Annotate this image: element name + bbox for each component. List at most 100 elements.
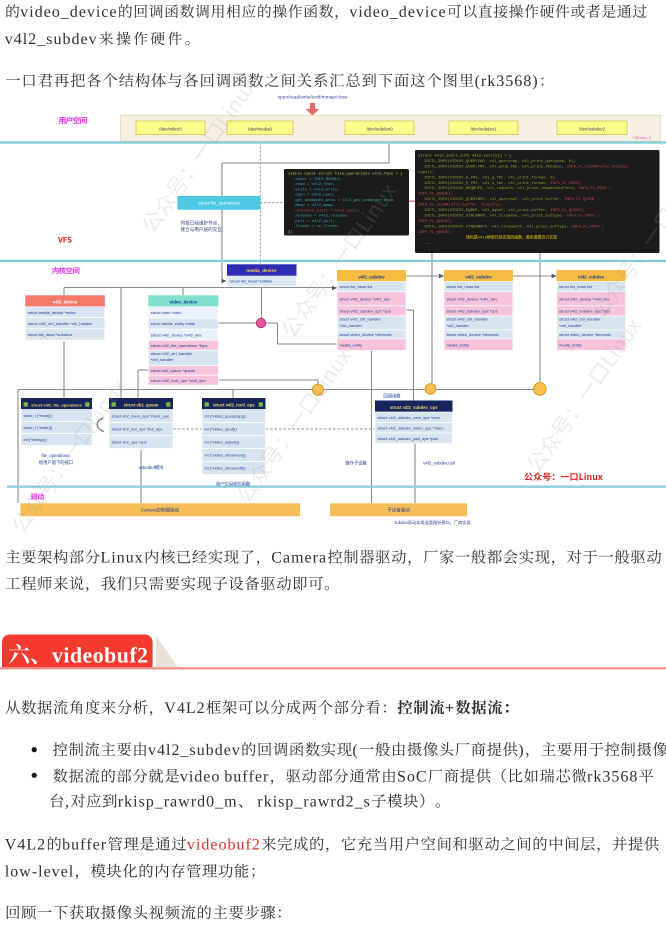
- svg-text:绿色是v4l2框架已经实现的函数，黄色需要自己实现: 绿色是v4l2框架已经实现的函数，黄色需要自己实现: [466, 234, 557, 240]
- svg-text:给用户留下的接口: 给用户留下的接口: [39, 459, 73, 466]
- svg-text:/dev/media0: /dev/media0: [248, 126, 272, 131]
- svg-text:struct list_head *subdevs: struct list_head *subdevs: [28, 332, 72, 337]
- svg-text:int (*mmap)(): int (*mmap)(): [24, 437, 48, 442]
- svg-text:v4l2_subdev: v4l2_subdev: [358, 274, 385, 279]
- svg-text:INFO_FL_PRIO),: INFO_FL_PRIO),: [550, 181, 583, 186]
- svg-text:操作子设备: 操作子设备: [345, 460, 367, 467]
- svg-text:ssize_t (*read)(): ssize_t (*read)(): [24, 413, 53, 418]
- svg-text:建立与用户层的交互: 建立与用户层的交互: [181, 226, 223, 233]
- svg-text:static const struct file_opera: static const struct file_operations v4l2…: [288, 172, 403, 177]
- svg-text:int (*vidioc_dqbuf)(): int (*vidioc_dqbuf)(): [205, 440, 240, 445]
- svg-text:struct list_head list: struct list_head list: [340, 284, 374, 289]
- svg-text:struct video_device *devnode: struct video_device *devnode: [340, 332, 393, 337]
- svg-text:.owner = THIS_MODULE,: .owner = THIS_MODULE,: [293, 178, 342, 182]
- svg-text:*ctrl_handler: *ctrl_handler: [559, 323, 582, 328]
- svg-text:*ctrl_handler: *ctrl_handler: [340, 323, 363, 328]
- svg-text:struct v4l2_device *v4l2_dev: struct v4l2_device *v4l2_dev: [447, 296, 498, 301]
- svg-text:media_entity: media_entity: [559, 342, 582, 347]
- svg-text:用户空间程控函数: 用户空间程控函数: [216, 481, 251, 488]
- svg-text:INFO_FL_QUEUE),: INFO_FL_QUEUE),: [418, 192, 453, 197]
- svg-text:子设备驱动: 子设备驱动: [387, 507, 410, 514]
- svg-text:struct file_operations: struct file_operations: [198, 201, 240, 206]
- svg-text:struct v4l2_ctrl_handler *ctrl: struct v4l2_ctrl_handler *ctrl_handler: [28, 321, 94, 326]
- svg-text:.unlocked_ioctl = v4l2_ioctl,: .unlocked_ioctl = v4l2_ioctl,: [293, 208, 361, 213]
- svg-text:v4l2_subdev: v4l2_subdev: [465, 274, 492, 279]
- svg-text:INFO_FL_QUEUE),: INFO_FL_QUEUE),: [418, 230, 453, 235]
- svg-text:struct video_device *devnode: struct video_device *devnode: [447, 332, 500, 337]
- svg-text:struct v4l2_file_operations: struct v4l2_file_operations: [31, 402, 82, 407]
- svg-text:IOCTL_INFO(VIDIOC_STRLAMON, v4: IOCTL_INFO(VIDIOC_STRLAMON, v4l_streamon…: [424, 213, 564, 218]
- svg-text:int (*vidioc_streamoff)(): int (*vidioc_streamoff)(): [205, 466, 247, 471]
- svg-text:struct vb2_queue *queue: struct vb2_queue *queue: [151, 368, 196, 373]
- svg-text:回调函数: 回调函数: [383, 393, 401, 400]
- svg-text:struct v4l2_device *v4l2_dev: struct v4l2_device *v4l2_dev: [151, 332, 202, 337]
- svg-text:struct vb2_queue: struct vb2_queue: [124, 402, 159, 407]
- svg-text:/dev/video3: /dev/video3: [159, 126, 182, 131]
- svg-text:INFO_FL_QUEUE),: INFO_FL_QUEUE),: [550, 208, 585, 213]
- svg-text:struct v4l2_subdev_ops *ops: struct v4l2_subdev_ops *ops: [447, 309, 498, 314]
- svg-text:*ctrl_handler: *ctrl_handler: [447, 323, 470, 328]
- svg-text:struct v4l2_subdev_ops: struct v4l2_subdev_ops: [390, 405, 438, 410]
- svg-text:struct v4l2_subdev_pad_ops *: struct v4l2_subdev_pad_ops *pad: [378, 436, 438, 441]
- svg-text:videobuf模块: videobuf模块: [139, 464, 165, 471]
- svg-text:type)),: type)),: [418, 170, 434, 175]
- svg-text:.get_unmapped_area = v4l2_get_: .get_unmapped_area = v4l2_get_unmapped_a…: [293, 198, 396, 203]
- svg-text:struct list_head list: struct list_head list: [559, 284, 593, 289]
- svg-text:};: };: [288, 229, 293, 234]
- svg-text:INFO_FL_QUEUE),: INFO_FL_QUEUE),: [418, 219, 453, 224]
- svg-text:media_device: media_device: [246, 268, 277, 273]
- svg-text:struct v4l2_ctrl_handler: struct v4l2_ctrl_handler: [340, 317, 382, 322]
- svg-text:IOCTL_INFO(VIDIOC_QUERYCAP, v4: IOCTL_INFO(VIDIOC_QUERYCAP, v4l_querycap…: [424, 159, 576, 164]
- svg-text:media_entity: media_entity: [340, 342, 363, 347]
- svg-text:struct v4l2_ioctl_ops: struct v4l2_ioctl_ops: [213, 402, 255, 407]
- svg-text:...: ...: [424, 242, 431, 246]
- svg-text:struct v4l2_ctrl_handler: struct v4l2_ctrl_handler: [559, 317, 601, 322]
- svg-text:v4l2_device: v4l2_device: [53, 300, 78, 305]
- svg-text:struct media_device *mdev: struct media_device *mdev: [28, 310, 76, 315]
- svg-text:struct list_head list: struct list_head list: [447, 284, 481, 289]
- svg-text:struct vb2_buf_ops *buf_ops: struct vb2_buf_ops *buf_ops: [112, 427, 163, 432]
- svg-text:INFO_FL_QUEUE |: INFO_FL_QUEUE |: [564, 197, 599, 202]
- svg-text:subdev驱动实现该类指针接口，厂商实现: subdev驱动实现该类指针接口，厂商实现: [394, 519, 470, 526]
- svg-text:IOCTL_INFO(VIDIOC_G_FMT, v4l_g: IOCTL_INFO(VIDIOC_G_FMT, v4l_g_fmt, v4l_…: [424, 175, 557, 180]
- svg-text:struct v4l2_subdev_ops *ops: struct v4l2_subdev_ops *ops: [559, 309, 610, 314]
- svg-text:struct v4l2_ctrl_handler: struct v4l2_ctrl_handler: [151, 351, 193, 356]
- svg-text:/dev/subdev0: /dev/subdev0: [366, 126, 393, 131]
- svg-text:IOCTL_INFO(VIDIOC_STREAMOFF, v: IOCTL_INFO(VIDIOC_STREAMOFF, v4l_streamo…: [424, 224, 569, 229]
- svg-text:INFO_FL_PRIO |: INFO_FL_PRIO |: [567, 213, 600, 218]
- svg-text:内核已经维护节点，: 内核已经维护节点，: [181, 220, 222, 227]
- svg-text:struct v4l2_device *v4l2_dev: struct v4l2_device *v4l2_dev: [559, 296, 610, 301]
- svg-text:IOCTL_INFO(VIDIOC_DQBUF, v4l_d: IOCTL_INFO(VIDIOC_DQBUF, v4l_dqbuf, v4l_…: [424, 208, 548, 213]
- svg-text:struct v4l2_ioctl_info v4l2_io: struct v4l2_ioctl_info v4l2_ioctls[] = {: [418, 154, 512, 159]
- svg-text:.poll = v4l2_poll,: .poll = v4l2_poll,: [293, 219, 335, 224]
- svg-text:struct vb2_ops *ops: struct vb2_ops *ops: [112, 440, 147, 445]
- svg-text:struct v4l2_ioctl_ops *ioctl_o: struct v4l2_ioctl_ops *ioctl_ops: [151, 378, 206, 383]
- svg-text:struct media_entity entity: struct media_entity entity: [151, 321, 195, 326]
- svg-text:INFO_FL_PRIO |: INFO_FL_PRIO |: [578, 186, 611, 191]
- svg-text:struct list_head *entities: struct list_head *entities: [230, 279, 272, 284]
- svg-text:struct v4l2_device *v4l2_dev: struct v4l2_device *v4l2_dev: [340, 296, 391, 301]
- svg-text:v4l2_subdev.call: v4l2_subdev.call: [423, 461, 454, 466]
- svg-text:struct v4l2_ctrl_handler: struct v4l2_ctrl_handler: [447, 317, 489, 322]
- svg-text:struct v4l2_subdev_ops *ops: struct v4l2_subdev_ops *ops: [340, 309, 391, 314]
- svg-text:.mmap = v4l2_mmap,: .mmap = v4l2_mmap,: [293, 203, 335, 208]
- svg-text:v4l2_subdev: v4l2_subdev: [578, 274, 605, 279]
- svg-text:struct video_device *devnode: struct video_device *devnode: [559, 332, 612, 337]
- svg-text:.write = v4l2_write,: .write = v4l2_write,: [293, 187, 340, 192]
- svg-text:struct vb2_mem_ops *mem_ops: struct vb2_mem_ops *mem_ops: [112, 414, 169, 419]
- svg-text:video_device: video_device: [170, 300, 198, 305]
- svg-text:int (*vidioc_streamon)(): int (*vidioc_streamon)(): [205, 453, 247, 458]
- svg-text:/dev/subdev2: /dev/subdev2: [579, 126, 606, 131]
- svg-text:file_operations,: file_operations,: [41, 453, 70, 458]
- svg-text:.llseek = no_llseek,: .llseek = no_llseek,: [293, 224, 340, 229]
- svg-text:一口Linux_0: 一口Linux_0: [631, 136, 651, 140]
- svg-text:INFO_FL_CLEAR(v4l2_fmtdesc,: INFO_FL_CLEAR(v4l2_fmtdesc,: [567, 164, 630, 169]
- svg-text:struct v4l2_subdev_core_ops *: struct v4l2_subdev_core_ops *core: [378, 415, 441, 420]
- svg-text:struct cdev *cdev: struct cdev *cdev: [151, 310, 181, 315]
- svg-text:/dev/subdev1: /dev/subdev1: [470, 126, 497, 131]
- svg-text:int (*vidioc_qbuf)(): int (*vidioc_qbuf)(): [205, 427, 238, 432]
- svg-text:INFO_FL_CLEAR(v4l2_buffer, len: INFO_FL_CLEAR(v4l2_buffer, length)),: [418, 203, 502, 208]
- svg-text:struct v4l2_file_operations *f: struct v4l2_file_operations *fops: [151, 343, 208, 348]
- svg-text:ssize_t (*write)(): ssize_t (*write)(): [24, 425, 54, 430]
- svg-text:IOCTL_INFO(VIDIOC_S_FMT, v4l_s: IOCTL_INFO(VIDIOC_S_FMT, v4l_s_fmt, v4l_…: [424, 181, 548, 186]
